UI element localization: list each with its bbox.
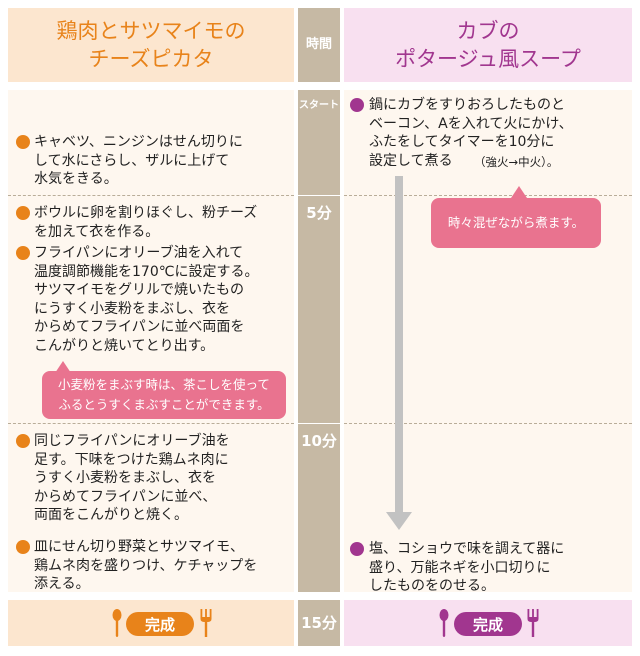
left-tip-pointer <box>55 361 71 373</box>
fork-icon <box>200 609 212 637</box>
left-step-5-text: 皿にせん切り野菜とサツマイモ、 鶏ムネ肉を盛りつけ、ケチャップを 添える。 <box>34 539 258 592</box>
left-tip-text: 小麦粉をまぶす時は、茶こしを使って ふるとうすくまぶすことができます。 <box>58 377 270 412</box>
orange-bullet-icon <box>16 540 30 554</box>
left-step-4-text: 同じフライパンにオリーブ油を 足す。下味をつけた鶏ムネ肉に うすく小麦粉をまぶし… <box>34 433 230 523</box>
heat-level-note: （強火→中火）。 <box>474 155 559 169</box>
purple-bullet-icon <box>350 98 364 112</box>
left-step-2-text: ボウルに卵を割りほぐし、粉チーズ を加えて衣を作る。 <box>34 205 258 240</box>
divider-5min-time <box>298 195 340 196</box>
left-done-badge: 完成 <box>126 612 194 636</box>
left-recipe-body <box>8 90 294 592</box>
divider-10min-time <box>298 423 340 424</box>
left-recipe-title: 鶏肉とサツマイモの チーズピカタ <box>56 19 246 71</box>
right-step-1: 鍋にカブをすりおろしたものと ベーコン、Aを入れて火にかけ、 ふたをしてタイマー… <box>350 96 631 170</box>
divider-5min-left <box>8 195 294 196</box>
right-tip-bubble: 時々混ぜながら煮ます。 <box>431 198 601 248</box>
left-recipe-header: 鶏肉とサツマイモの チーズピカタ <box>8 8 294 82</box>
time-column-header: 時間 <box>298 8 340 82</box>
down-arrow-icon <box>386 512 412 530</box>
time-10min: 10分 <box>301 432 337 450</box>
left-step-5: 皿にせん切り野菜とサツマイモ、 鶏ムネ肉を盛りつけ、ケチャップを 添える。 <box>16 538 294 594</box>
time-column <box>298 90 340 592</box>
left-footer: 完成 <box>8 600 294 646</box>
orange-bullet-icon <box>16 135 30 149</box>
divider-10min-right <box>344 423 632 424</box>
left-tip-bubble: 小麦粉をまぶす時は、茶こしを使って ふるとうすくまぶすことができます。 <box>42 371 286 419</box>
orange-bullet-icon <box>16 206 30 220</box>
right-step-2-text: 塩、コショウで味を調えて器に 盛り、万能ネギを小口切りに したものをのせる。 <box>369 541 565 594</box>
spoon-icon <box>112 609 122 637</box>
purple-bullet-icon <box>350 542 364 556</box>
right-tip-text: 時々混ぜながら煮ます。 <box>447 215 585 230</box>
time-header-label: 時間 <box>305 37 332 52</box>
timer-arrow-shaft <box>395 176 403 514</box>
right-recipe-body <box>344 90 632 592</box>
right-recipe-header: カブの ポタージュ風スープ <box>344 8 632 82</box>
orange-bullet-icon <box>16 434 30 448</box>
time-5min: 5分 <box>306 204 332 222</box>
right-step-2: 塩、コショウで味を調えて器に 盛り、万能ネギを小口切りに したものをのせる。 <box>350 540 631 596</box>
spoon-icon <box>439 609 449 637</box>
left-step-4: 同じフライパンにオリーブ油を 足す。下味をつけた鶏ムネ肉に うすく小麦粉をまぶし… <box>16 432 294 525</box>
divider-5min-right <box>344 195 632 196</box>
orange-bullet-icon <box>16 246 30 260</box>
time-15min: 15分 <box>301 614 337 632</box>
left-step-1: キャベツ、ニンジンはせん切りに して水にさらし、ザルに上げて 水気をきる。 <box>16 133 290 189</box>
divider-10min-left <box>8 423 294 424</box>
right-tip-pointer <box>511 186 527 198</box>
right-step-1-text: 鍋にカブをすりおろしたものと ベーコン、Aを入れて火にかけ、 ふたをしてタイマー… <box>369 97 573 169</box>
footer-time: 15分 <box>298 600 340 646</box>
left-step-3-text: フライパンにオリーブ油を入れて 温度調節機能を170℃に設定する。 サツマイモを… <box>34 245 259 354</box>
right-recipe-title: カブの ポタージュ風スープ <box>395 19 581 71</box>
right-done-badge: 完成 <box>454 612 522 636</box>
left-step-1-text: キャベツ、ニンジンはせん切りに して水にさらし、ザルに上げて 水気をきる。 <box>34 134 243 187</box>
right-footer: 完成 <box>344 600 632 646</box>
fork-icon <box>527 609 539 637</box>
time-start: スタート <box>299 100 339 111</box>
left-step-3: フライパンにオリーブ油を入れて 温度調節機能を170℃に設定する。 サツマイモを… <box>16 244 294 355</box>
left-step-2: ボウルに卵を割りほぐし、粉チーズ を加えて衣を作る。 <box>16 204 290 241</box>
